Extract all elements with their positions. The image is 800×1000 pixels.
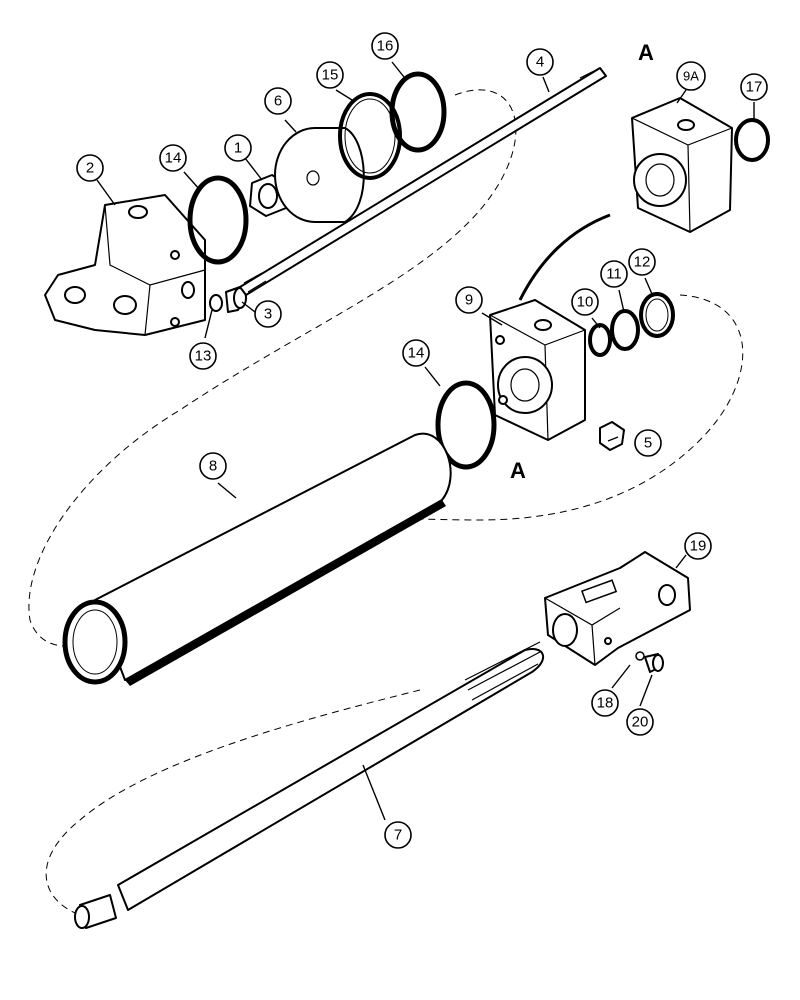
svg-text:2: 2: [86, 160, 94, 177]
part-19-rod-clevis: [544, 551, 691, 666]
callout-18: 18: [591, 689, 619, 717]
svg-text:3: 3: [264, 306, 272, 323]
assembly-guide-lower: [45, 689, 421, 916]
part-11-ring: [610, 309, 640, 351]
svg-text:15: 15: [322, 67, 339, 84]
part-20-screw: [644, 653, 664, 673]
leader-lines: [96, 61, 755, 821]
svg-text:1: 1: [234, 140, 242, 157]
callout-1: 1: [224, 134, 252, 162]
assembly-guide-right: [259, 294, 744, 521]
callout-9: 9: [455, 286, 483, 314]
part-12-ring: [639, 292, 675, 338]
svg-text:19: 19: [690, 538, 707, 555]
callout-19: 19: [684, 532, 712, 560]
part-5-nut: [599, 421, 625, 451]
ref-mark-a-bottom: A: [510, 458, 526, 483]
svg-text:11: 11: [606, 266, 622, 283]
part-7-piston-rod: [74, 641, 544, 929]
callout-17: 17: [740, 73, 768, 101]
svg-text:7: 7: [394, 827, 402, 844]
svg-text:12: 12: [634, 254, 651, 271]
callout-10: 10: [571, 288, 599, 316]
svg-text:4: 4: [536, 54, 544, 71]
callout-13: 13: [189, 342, 217, 370]
callout-6: 6: [264, 87, 292, 115]
callout-15: 15: [316, 61, 344, 89]
svg-text:14: 14: [408, 345, 425, 362]
part-9-head: [489, 299, 586, 441]
svg-text:8: 8: [209, 458, 217, 475]
part-14-o-ring-upper: [187, 175, 249, 265]
svg-text:14: 14: [165, 150, 182, 167]
part-8-barrel: [62, 432, 452, 686]
part-18-washer: [635, 651, 645, 661]
part-13-o-ring: [209, 294, 223, 312]
part-14-o-ring-lower: [435, 380, 497, 470]
reference-curve: [518, 213, 611, 301]
ref-mark-a-top: A: [638, 40, 654, 65]
svg-text:10: 10: [577, 294, 594, 311]
callout-4: 4: [526, 48, 554, 76]
part-6-piston: [274, 127, 365, 223]
svg-text:18: 18: [597, 695, 614, 712]
assembly-guide-upper: [28, 89, 517, 647]
part-4-tie-rod: [239, 67, 607, 296]
svg-text:16: 16: [377, 38, 394, 55]
part-9a-head: [631, 97, 733, 233]
part-16-o-ring: [389, 71, 447, 153]
callout-11: 11: [600, 260, 628, 288]
svg-text:9A: 9A: [683, 69, 699, 84]
callout-14-lower: 14: [402, 339, 430, 367]
callout-7: 7: [384, 821, 412, 849]
svg-text:17: 17: [746, 79, 763, 96]
callout-14-upper: 14: [159, 144, 187, 172]
svg-text:9: 9: [465, 292, 473, 309]
callout-20: 20: [626, 708, 654, 736]
callout-5: 5: [634, 429, 662, 457]
callout-8: 8: [199, 452, 227, 480]
svg-text:6: 6: [274, 93, 282, 110]
callout-9a: 9A: [676, 61, 706, 91]
part-17-ring: [734, 118, 770, 162]
callout-16: 16: [371, 32, 399, 60]
callout-3: 3: [254, 300, 282, 328]
part-10-o-ring: [588, 323, 612, 357]
callout-12: 12: [628, 248, 656, 276]
svg-text:20: 20: [632, 714, 649, 731]
svg-text:5: 5: [644, 435, 652, 452]
part-2-clevis-cap: [44, 194, 206, 336]
callout-2: 2: [76, 154, 104, 182]
svg-text:13: 13: [195, 348, 212, 365]
